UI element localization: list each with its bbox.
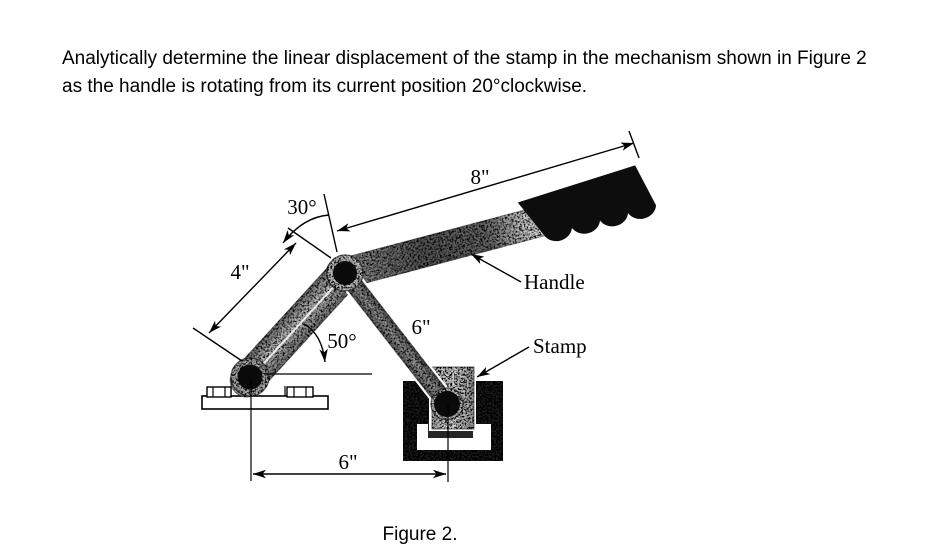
angle-50: 50° <box>264 323 372 375</box>
joint-stamp-pin <box>434 391 460 417</box>
stamp-label: Stamp <box>533 334 587 358</box>
handle-callout: Handle <box>470 253 585 294</box>
dim-8-line <box>336 142 635 232</box>
bolt-right <box>286 386 314 398</box>
stamp-callout: Stamp <box>476 334 587 378</box>
joint-handle-pin <box>333 261 357 285</box>
angle-30-arc <box>282 214 330 244</box>
dim-4-witness-bottom <box>192 327 243 362</box>
handle-callout-arrow <box>470 253 522 283</box>
joint-handle <box>326 254 364 292</box>
dim-6-label: 6" <box>338 450 357 474</box>
coupler-length-label: 6" <box>411 315 430 339</box>
dim-4-line <box>208 242 297 334</box>
base-plate <box>201 395 329 410</box>
dimension-rocker-4in: 4" <box>192 227 332 362</box>
dim-8-tick-right <box>628 130 640 159</box>
dim-8-label: 8" <box>470 165 489 189</box>
angle-50-arc <box>303 323 328 363</box>
angle-50-label: 50° <box>327 329 356 353</box>
dim-4-label: 4" <box>230 260 249 284</box>
joint-stamp <box>430 387 464 421</box>
dim-8-witness-left <box>323 193 338 253</box>
dimension-handle-8in: 8" <box>323 130 640 253</box>
dimension-ground-6in: 6" <box>250 379 449 482</box>
problem-line-1: Analytically determine the linear displa… <box>62 48 867 69</box>
angle-30-label: 30° <box>287 195 316 219</box>
stamp-assembly <box>403 364 503 461</box>
rocker-seam <box>256 286 334 371</box>
stamp-callout-arrow <box>476 346 530 378</box>
bolt-left <box>206 386 232 398</box>
handle-label: Handle <box>524 270 585 294</box>
problem-statement: Analytically determine the linear displa… <box>62 45 892 100</box>
pivot-ground-pin <box>237 364 263 390</box>
pivot-ground <box>230 357 270 397</box>
figure-caption: Figure 2. <box>383 524 458 545</box>
dim-4-witness-top <box>287 227 332 259</box>
problem-line-2: as the handle is rotating from its curre… <box>62 75 588 97</box>
ground-base <box>201 386 329 410</box>
angle-30: 30° <box>282 195 330 244</box>
